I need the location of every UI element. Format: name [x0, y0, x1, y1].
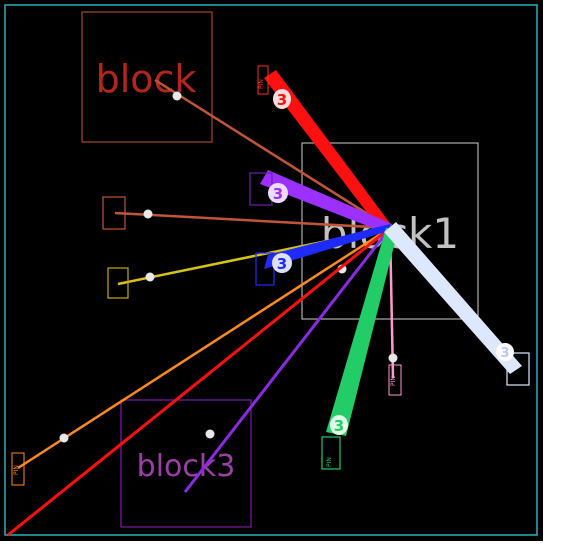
badge-lightblue: 3: [496, 343, 514, 361]
block1-outline[interactable]: [301, 142, 479, 320]
bundle-purple[interactable]: [260, 170, 392, 234]
pin-tag: PIN: [258, 79, 265, 89]
pin-tag: PIN: [326, 457, 333, 467]
pin-orange-small-box[interactable]: [11, 452, 25, 486]
badge-text: 3: [500, 346, 509, 361]
flyline-midpoint[interactable]: [145, 272, 155, 282]
block-outline[interactable]: [81, 11, 213, 143]
flyline-pin-left[interactable]: [114, 211, 391, 230]
badge-red: 3: [273, 89, 291, 109]
flyline-midpoint[interactable]: [172, 91, 182, 101]
bundle-blue[interactable]: [264, 224, 392, 269]
block3-label: block3: [137, 449, 236, 484]
pin-yellow-box[interactable]: [107, 267, 129, 299]
badge-text: 3: [334, 417, 344, 435]
block-label: block: [96, 57, 197, 101]
badge-text: 3: [277, 255, 287, 273]
pin-lightblue-box[interactable]: [506, 352, 530, 386]
pin-red-box[interactable]: [257, 65, 269, 95]
flyline-red[interactable]: [7, 226, 391, 537]
pin-pink-box[interactable]: [388, 364, 402, 396]
flyline-midpoint[interactable]: [388, 353, 398, 363]
badge-green: 3: [330, 415, 348, 435]
pin-tag: PIN: [13, 465, 20, 475]
flyline-purple[interactable]: [183, 227, 392, 493]
badge-purple: 3: [268, 183, 288, 203]
design-area[interactable]: [0, 0, 543, 541]
badge-text: 3: [273, 185, 283, 203]
flyline-block[interactable]: [154, 78, 391, 230]
badge-text: 3: [277, 91, 287, 109]
pin-tag: PIN: [390, 376, 397, 386]
badge-blue: 3: [272, 253, 292, 273]
block3-outline[interactable]: [120, 399, 252, 528]
pin-orange-box[interactable]: [102, 196, 126, 230]
pin-green-box[interactable]: [321, 436, 341, 470]
flyline-midpoint[interactable]: [59, 433, 69, 443]
flyline-midpoint[interactable]: [205, 429, 215, 439]
bundle-green[interactable]: [326, 228, 398, 436]
bundle-lightblue[interactable]: [384, 222, 522, 374]
flyline-orange[interactable]: [17, 226, 391, 470]
die-boundary: [4, 4, 538, 536]
flyline-midpoint[interactable]: [143, 209, 153, 219]
bundle-red[interactable]: [264, 70, 392, 232]
